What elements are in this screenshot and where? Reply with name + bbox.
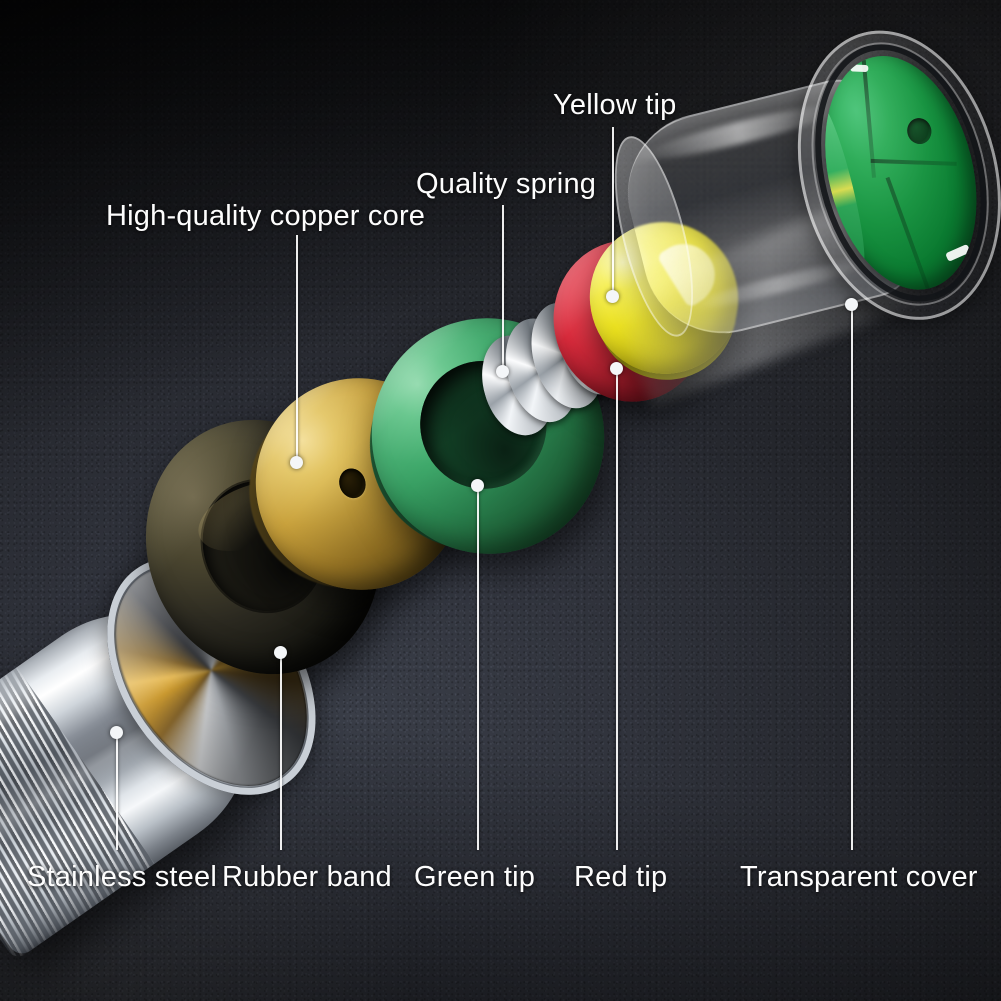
callout-label-rubber-band: Rubber band <box>222 861 392 893</box>
leader-line-red-tip <box>616 368 618 850</box>
leader-dot-rubber-band <box>274 646 287 659</box>
callout-label-high-quality-copper-core: High-quality copper core <box>106 200 426 232</box>
callout-label-red-tip: Red tip <box>574 861 668 893</box>
callout-label-stainless-steel: Stainless steel <box>27 861 217 893</box>
callout-label-green-tip: Green tip <box>414 861 536 893</box>
callout-label-quality-spring: Quality spring <box>416 168 597 200</box>
leader-line-stainless-steel <box>116 732 118 850</box>
leader-line-transparent-cover <box>851 304 853 850</box>
leader-dot-yellow-tip <box>606 290 619 303</box>
leader-dot-red-tip <box>610 362 623 375</box>
leader-dot-quality-spring <box>496 365 509 378</box>
leader-dot-transparent-cover <box>845 298 858 311</box>
leader-dot-stainless-steel <box>110 726 123 739</box>
callout-label-yellow-tip: Yellow tip <box>553 89 677 121</box>
callout-label-transparent-cover: Transparent cover <box>740 861 978 893</box>
leader-line-high-quality-copper-core <box>296 235 298 462</box>
leader-line-quality-spring <box>502 205 504 371</box>
leader-line-rubber-band <box>280 652 282 850</box>
leader-line-green-tip <box>477 485 479 850</box>
leader-line-yellow-tip <box>612 127 614 296</box>
leader-dot-high-quality-copper-core <box>290 456 303 469</box>
leader-dot-green-tip <box>471 479 484 492</box>
